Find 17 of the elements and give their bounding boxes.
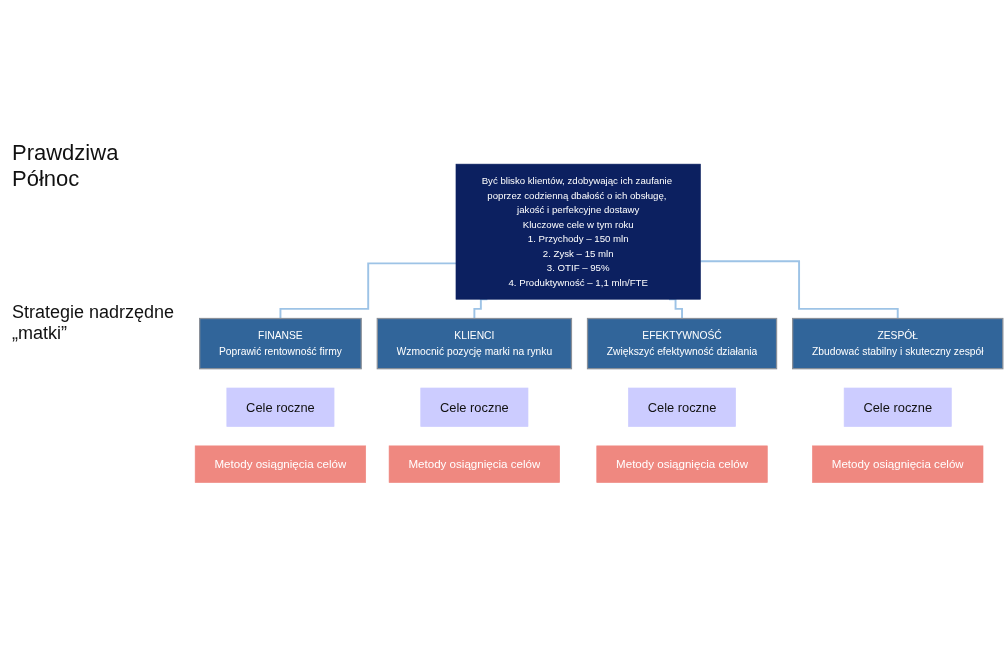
- connector: [699, 259, 899, 320]
- connector: [279, 262, 457, 320]
- level-label: Strategie nadrzędne „matki”: [12, 302, 176, 344]
- node-box: Cele roczne: [420, 387, 529, 427]
- node-box: Metody osiągnięcia celów: [596, 445, 768, 483]
- node-box: Cele roczne: [226, 387, 335, 427]
- node-box: Metody osiągnięcia celów: [194, 445, 366, 483]
- node-box: ZESPÓŁ Zbudować stabilny i skuteczny zespół: [792, 317, 1004, 369]
- node-box: Być blisko klientów, zdobywając ich zaufanie poprzez codzienną dbałość o ich obsługę, jakość i perfekcyjne dostawy Kluczowe cele w tym roku 1. Przychody – 150 mln 2. Zysk – 15 mln 3. OTIF – 95% 4. Produktywność – 1,1 mln/FTE: [455, 163, 701, 300]
- node-box: Cele roczne: [628, 387, 736, 427]
- node-box: EFEKTYWNOŚĆ Zwiększyć efektywność działania: [586, 317, 778, 369]
- node-box: Cele roczne: [843, 387, 952, 427]
- heading-label: Prawdziwa Północ: [12, 140, 120, 192]
- node-box: Metody osiągnięcia celów: [812, 445, 984, 483]
- node-box: FINANSE Poprawić rentowność firmy: [199, 317, 362, 369]
- node-box: Metody osiągnięcia celów: [388, 445, 560, 483]
- node-box: KLIENCI Wzmocnić pozycję marki na rynku: [376, 317, 573, 369]
